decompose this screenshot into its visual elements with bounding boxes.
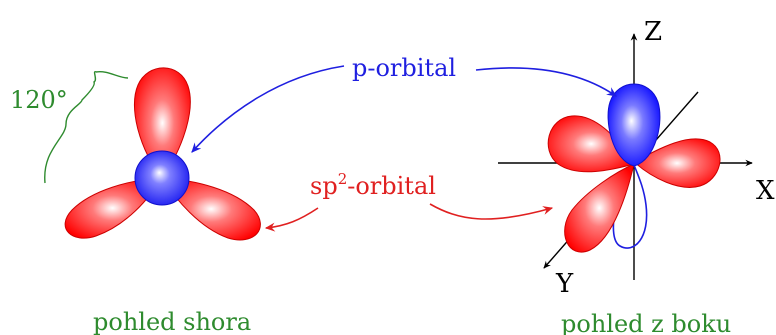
sp2-lobe-side-left — [547, 115, 635, 173]
p-orbital-arrow-left — [191, 65, 345, 153]
angle-label: 120° — [10, 86, 68, 114]
p-lobe-top — [607, 83, 661, 167]
top-view-molecule — [64, 67, 261, 241]
top-view-caption: pohled shora — [93, 308, 251, 335]
sp2-lobe-side-front — [564, 163, 635, 253]
p-orbital-label: p-orbital — [352, 54, 456, 82]
side-view-caption: pohled z boku — [561, 310, 731, 335]
sp2-orbital-arrow-left — [264, 207, 319, 232]
side-view-molecule: Z X Y — [498, 17, 775, 299]
sp2-lobe-side-right — [633, 138, 721, 188]
sp2-lobe-left — [64, 177, 161, 239]
axis-y-label: Y — [555, 269, 574, 299]
axis-x-label: X — [756, 176, 775, 206]
sp2-lobe-top — [133, 67, 191, 179]
p-orbital-sphere — [134, 150, 190, 206]
angle-brace-cap — [95, 70, 129, 79]
angle-brace — [44, 71, 97, 184]
axis-z-label: Z — [644, 17, 662, 47]
sp2-orbital-arrow-right — [429, 203, 554, 220]
p-orbital-arrow-right — [475, 67, 617, 97]
sp2-lobe-right — [161, 177, 261, 241]
sp2-orbital-label: sp2-orbital — [310, 170, 436, 200]
